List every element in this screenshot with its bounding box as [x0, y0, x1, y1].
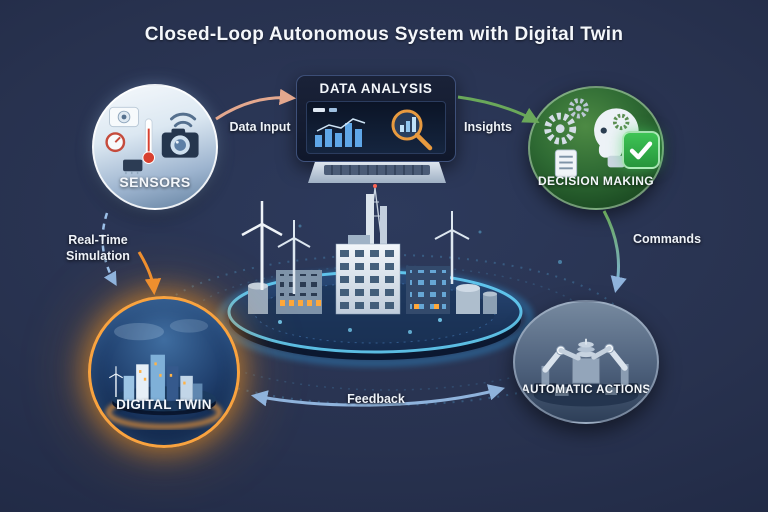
right-building: [406, 266, 450, 314]
chimney: [380, 206, 387, 246]
magnifier-icon: [391, 109, 433, 151]
wind-turbine-icon: [434, 211, 470, 284]
wind-turbine-icon: [241, 201, 283, 290]
factory-icon: [216, 184, 534, 367]
sensor-icons: [105, 106, 199, 175]
data-analysis-label: DATA ANALYSIS: [319, 81, 433, 96]
webcam-icon: [109, 106, 140, 128]
laptop-keyboard: [324, 165, 430, 175]
left-arm: [533, 345, 581, 392]
data-input-label: Data Input: [229, 120, 291, 134]
sensors-label: SENSORS: [119, 174, 191, 190]
silo: [248, 282, 268, 314]
laptop-base: [308, 162, 446, 183]
decision-making-label: DECISION MAKING: [537, 174, 654, 188]
camera-icon: [161, 128, 199, 158]
wind-turbine-icon: [277, 220, 311, 294]
data-analysis-node: DATA ANALYSIS: [296, 75, 456, 162]
sensors-node: SENSORS: [92, 84, 218, 210]
main-building: [335, 235, 401, 315]
checkmark-icon: [622, 131, 660, 169]
machine: [571, 338, 601, 384]
bar-chart-icon: [315, 123, 362, 147]
sensor-chip-icon: [123, 159, 143, 175]
chimney: [366, 194, 374, 246]
gauge-icon: [105, 132, 126, 153]
city-icon: [105, 319, 223, 430]
twin-buildings: [123, 354, 203, 401]
robot-arm-icon: [533, 338, 639, 407]
insights-label: Insights: [464, 120, 512, 134]
checklist-icon: [554, 149, 578, 178]
left-building: [276, 270, 322, 314]
thermometer-icon: [142, 118, 155, 164]
digital-twin-node: DIGITAL TWIN: [88, 296, 240, 448]
laptop-icon: [306, 101, 446, 154]
automatic-actions-label: AUTOMATIC ACTIONS: [521, 384, 651, 396]
feedback-label: Feedback: [347, 392, 405, 406]
gear-icon: [544, 98, 589, 145]
commands-label: Commands: [632, 232, 702, 246]
wind-turbine-icon: [108, 366, 123, 397]
tanks: [456, 284, 497, 314]
automatic-actions-node: AUTOMATIC ACTIONS: [513, 300, 659, 424]
page-title: Closed-Loop Autonomous System with Digit…: [144, 24, 624, 45]
digital-twin-label: DIGITAL TWIN: [116, 397, 212, 412]
real-time-simulation-label: Real-Time Simulation: [66, 233, 130, 263]
right-arm: [591, 343, 639, 392]
